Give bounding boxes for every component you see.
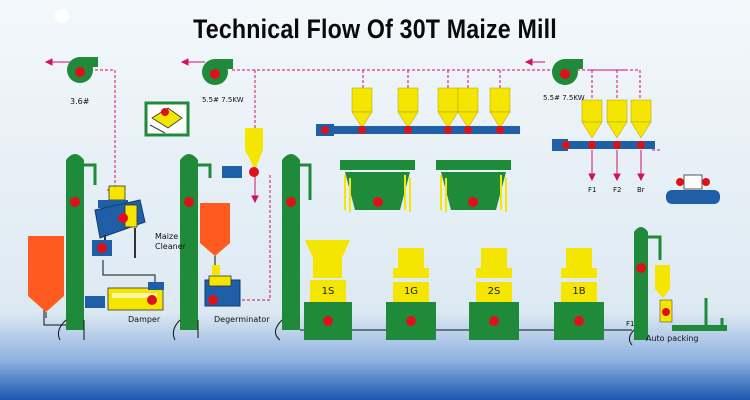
hopper-mid	[200, 203, 230, 256]
cyclone-small	[222, 128, 263, 178]
corner-dot	[55, 9, 69, 23]
mill-1s-label: 1S	[321, 286, 335, 297]
fan-left	[67, 57, 98, 83]
mill-1g-label: 1G	[403, 286, 419, 297]
output-br-label: Br	[637, 186, 645, 194]
degerminator-label: Degerminator	[214, 315, 270, 324]
hopper-left	[28, 236, 64, 318]
maize-cleaner-label-1: Maize	[155, 232, 179, 241]
degerminator	[204, 265, 241, 307]
output-f2-label: F2	[613, 186, 622, 194]
fan-mid	[202, 59, 233, 85]
sifter-right	[436, 160, 511, 212]
mill-2s	[469, 248, 519, 340]
packing-f1-label: F1	[626, 320, 635, 328]
mill-1s	[304, 240, 352, 340]
fan-left-label: 3.6#	[70, 97, 90, 106]
cyclone-row	[316, 87, 520, 136]
damper	[85, 282, 164, 311]
mill-1b	[554, 248, 604, 340]
mill-2s-label: 2S	[487, 286, 501, 297]
fan-right	[552, 59, 583, 85]
fan-right-label: 5.5# 7.5KW	[543, 94, 585, 102]
output-f1-label: F1	[588, 186, 597, 194]
mill-1b-label: 1B	[572, 286, 586, 297]
maize-cleaner	[92, 185, 146, 258]
fan-mid-label: 5.5# 7.5KW	[202, 96, 244, 104]
auto-packing	[655, 265, 727, 331]
auto-packing-label: Auto packing	[646, 334, 699, 343]
air-compressor	[666, 174, 720, 204]
diagram-title: Technical Flow Of 30T Maize Mill	[193, 14, 557, 44]
elevators	[66, 154, 662, 340]
maize-cleaner-label-2: Cleaner	[155, 242, 186, 251]
mill-1g	[386, 248, 436, 340]
air-box	[144, 101, 190, 137]
elevator-dots	[70, 197, 646, 273]
output-arrows	[44, 58, 645, 204]
cyclone-right	[552, 99, 655, 151]
damper-label: Damper	[128, 315, 161, 324]
sifter-left	[340, 160, 415, 212]
